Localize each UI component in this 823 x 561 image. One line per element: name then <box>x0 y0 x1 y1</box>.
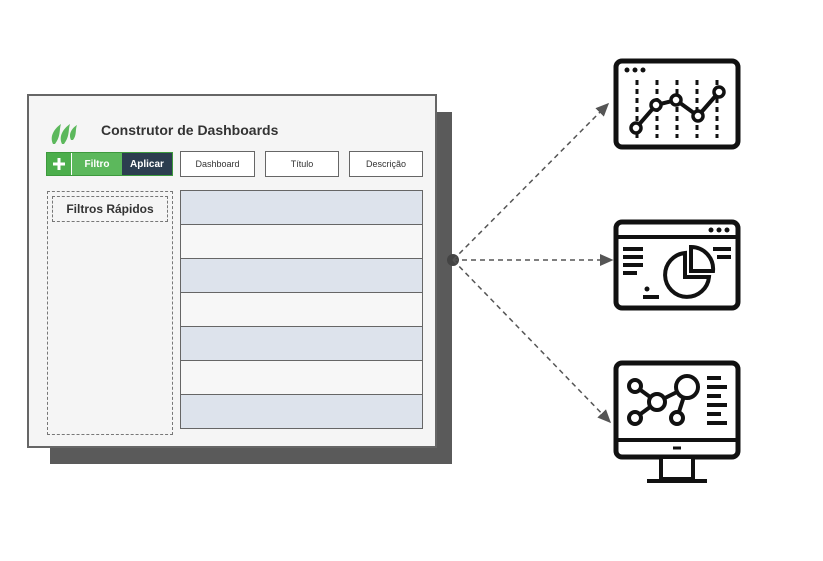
arrow-to-network-monitor <box>452 259 612 424</box>
table-row <box>180 326 423 361</box>
table-row <box>180 360 423 395</box>
network-monitor-icon <box>613 360 741 483</box>
plus-icon <box>53 158 65 170</box>
table-row <box>180 394 423 429</box>
title-field[interactable]: Título <box>265 151 339 177</box>
dashboard-field[interactable]: Dashboard <box>180 151 255 177</box>
pie-chart-window-icon <box>613 219 741 311</box>
description-field[interactable]: Descrição <box>349 151 423 177</box>
quick-filters-panel: Filtros Rápidos <box>47 191 173 435</box>
filter-button-group: Filtro Aplicar <box>46 152 173 176</box>
line-chart-screen-icon <box>613 58 741 150</box>
quick-filters-title: Filtros Rápidos <box>52 196 168 222</box>
add-filter-button[interactable] <box>47 153 72 175</box>
data-table <box>180 190 423 429</box>
app-title: Construtor de Dashboards <box>101 122 279 138</box>
filter-button[interactable]: Filtro <box>72 153 122 175</box>
arrow-to-line-chart <box>452 102 610 261</box>
dashboard-builder-window: Construtor de Dashboards Filtro Aplicar … <box>27 94 437 448</box>
leaf-logo-icon <box>51 124 77 144</box>
apply-button[interactable]: Aplicar <box>122 153 172 175</box>
